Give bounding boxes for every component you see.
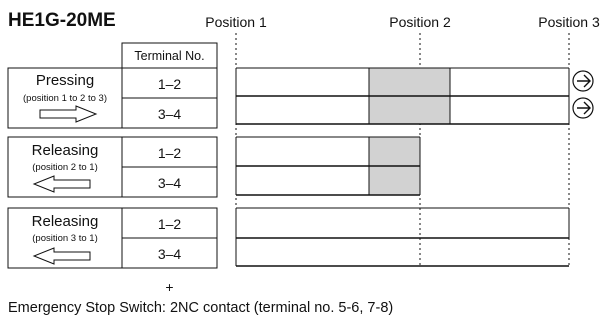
action-label: Pressing	[36, 72, 94, 89]
position-2-label: Position 2	[389, 14, 451, 30]
terminal-3-4: 3–4	[158, 246, 182, 262]
plus-sign: +	[165, 279, 173, 295]
group-releasing-3-to-1: Releasing (position 3 to 1) 1–2 3–4	[7, 207, 570, 269]
terminal-3-4: 3–4	[158, 106, 182, 122]
group-releasing-2-to-1: Releasing (position 2 to 1) 1–2 3–4	[7, 136, 421, 198]
arrow-right-icon	[39, 105, 98, 123]
position-3-label: Position 3	[538, 14, 600, 30]
action-detail: (position 3 to 1)	[32, 233, 97, 244]
action-detail: (position 1 to 2 to 3)	[23, 93, 107, 104]
action-detail: (position 2 to 1)	[32, 162, 97, 173]
arrow-left-icon	[32, 175, 91, 193]
group-pressing: Pressing (position 1 to 2 to 3) 1–2 3–4	[7, 67, 594, 129]
arrow-right-circle-icon	[572, 97, 594, 119]
arrow-right-circle-icon	[572, 70, 594, 92]
terminal-1-2: 1–2	[158, 216, 182, 232]
model-title: HE1G-20ME	[8, 10, 116, 31]
emergency-stop-note: Emergency Stop Switch: 2NC contact (term…	[8, 300, 393, 316]
action-label: Releasing	[32, 213, 99, 230]
position-1-label: Position 1	[205, 14, 267, 30]
terminal-1-2: 1–2	[158, 76, 182, 92]
arrow-left-icon	[32, 247, 91, 265]
terminal-1-2: 1–2	[158, 145, 182, 161]
action-label: Releasing	[32, 142, 99, 159]
terminal-header: Terminal No.	[134, 49, 204, 63]
terminal-3-4: 3–4	[158, 175, 182, 191]
